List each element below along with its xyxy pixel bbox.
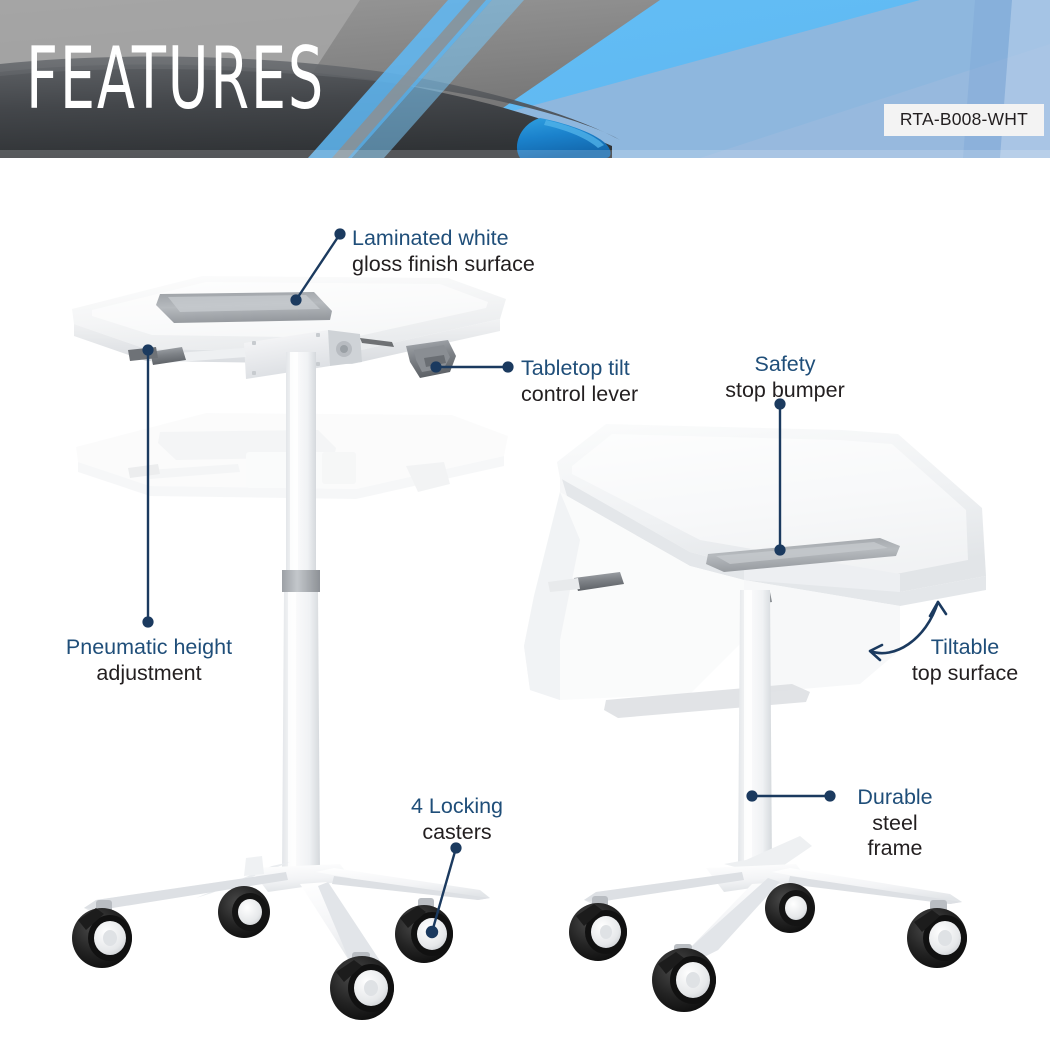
tilt-release-lever-right-product bbox=[548, 572, 624, 592]
callout-line: stop bumper bbox=[725, 377, 845, 402]
caster-locking-target bbox=[395, 898, 453, 963]
callout-line: Pneumatic height bbox=[65, 635, 233, 659]
page-header: FEATURES RTA-B008-WHT bbox=[0, 0, 1050, 158]
callout-line: steel bbox=[872, 810, 918, 835]
callout-line: top surface bbox=[911, 660, 1019, 685]
caster bbox=[569, 896, 627, 961]
caster bbox=[765, 883, 815, 933]
callout-line: Tiltable bbox=[930, 635, 1000, 659]
column-collar bbox=[282, 570, 320, 592]
callout-tiltable-top: Tiltable top surface bbox=[890, 635, 1040, 686]
callout-pneumatic-height: Pneumatic height adjustment bbox=[44, 635, 254, 686]
desk-base-star-right-product bbox=[584, 836, 962, 958]
desk-column-lower bbox=[282, 592, 320, 872]
tabletop-tilt-lever bbox=[406, 340, 456, 378]
desk-column-right-product bbox=[738, 590, 772, 870]
header-background-graphic bbox=[0, 0, 1050, 158]
caster bbox=[72, 900, 132, 968]
callout-line: Durable bbox=[857, 785, 933, 809]
caster-wheels-left-product bbox=[72, 886, 453, 1020]
sku-badge: RTA-B008-WHT bbox=[883, 104, 1044, 136]
caster bbox=[652, 944, 716, 1012]
callout-line: 4 Locking bbox=[410, 794, 504, 818]
callout-durable-steel-frame: Durable steel frame bbox=[836, 785, 954, 862]
callout-line: Tabletop tilt bbox=[521, 356, 630, 380]
callout-line: adjustment bbox=[96, 660, 202, 685]
caster-wheels-right-product bbox=[569, 883, 967, 1012]
callout-locking-casters: 4 Locking casters bbox=[385, 794, 529, 845]
callout-tabletop-tilt-lever: Tabletop tilt control lever bbox=[521, 356, 638, 407]
caster bbox=[907, 900, 967, 968]
callout-safety-stop-bumper: Safety stop bumper bbox=[705, 352, 865, 403]
caster bbox=[218, 886, 270, 938]
callout-line: gloss finish surface bbox=[352, 251, 535, 276]
callout-line: Laminated white bbox=[352, 226, 509, 250]
callout-line: casters bbox=[422, 819, 492, 844]
callout-laminated-surface: Laminated white gloss finish surface bbox=[352, 226, 535, 277]
callout-line: frame bbox=[867, 836, 923, 860]
callout-line: control lever bbox=[521, 381, 639, 406]
callout-line: Safety bbox=[754, 352, 816, 376]
page-title: FEATURES bbox=[26, 29, 326, 129]
product-sit-stand-desk-tilted-view bbox=[524, 424, 986, 1012]
caster bbox=[330, 952, 394, 1020]
